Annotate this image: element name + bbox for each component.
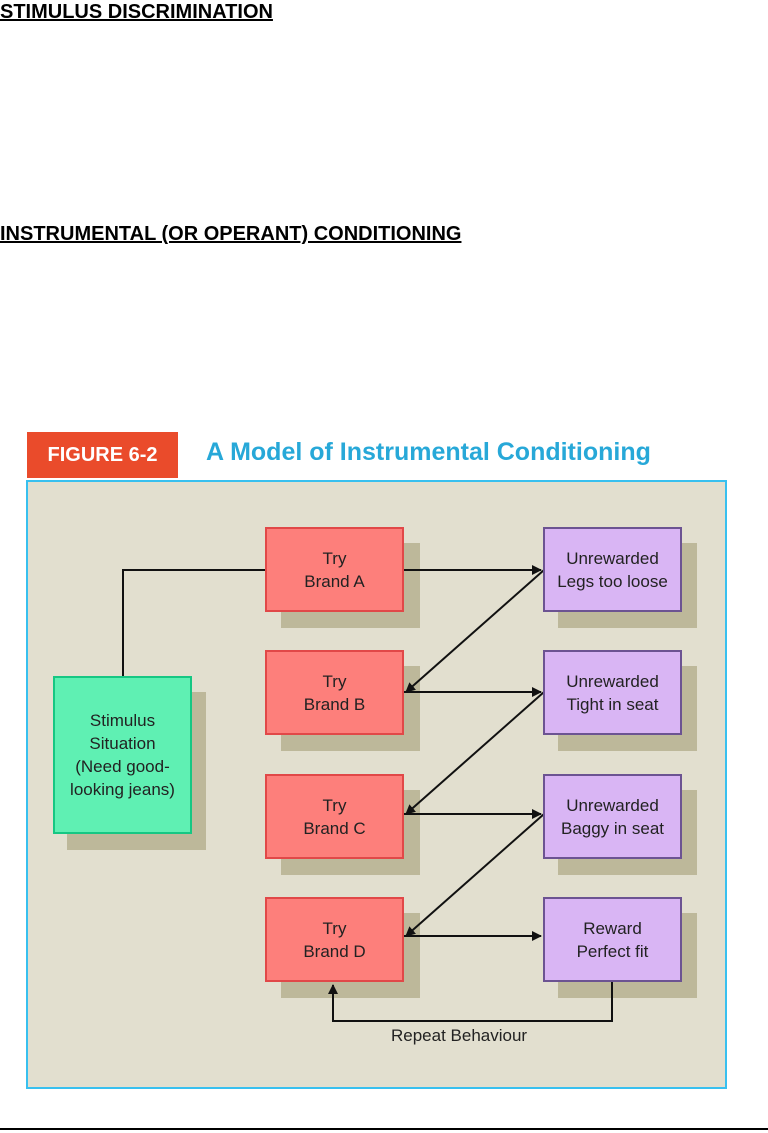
try-brand-label: Brand D bbox=[303, 941, 366, 961]
outcome-detail: Baggy in seat bbox=[560, 818, 664, 838]
outcome-perfect-fit-box: Reward Perfect fit bbox=[543, 897, 682, 982]
outcome-detail: Perfect fit bbox=[576, 941, 649, 961]
try-brand-label: Brand B bbox=[303, 694, 366, 714]
outcome-status: Unrewarded bbox=[566, 671, 659, 691]
outcome-status: Unrewarded bbox=[566, 548, 659, 568]
try-line: Try bbox=[322, 795, 347, 815]
outcome-detail: Legs too loose bbox=[557, 571, 668, 591]
try-line: Try bbox=[322, 918, 347, 938]
try-brand-b-box: Try Brand B bbox=[265, 650, 404, 735]
outcome-baggy-in-seat-box: Unrewarded Baggy in seat bbox=[543, 774, 682, 859]
stimulus-line: Situation bbox=[89, 734, 156, 753]
repeat-behaviour-label: Repeat Behaviour bbox=[391, 1026, 528, 1045]
try-brand-label: Brand A bbox=[304, 571, 365, 591]
stimulus-line: (Need good- bbox=[75, 757, 170, 776]
try-line: Try bbox=[322, 548, 347, 568]
heading-stimulus-discrimination: STIMULUS DISCRIMINATION bbox=[0, 1, 273, 23]
try-brand-a-box: Try Brand A bbox=[265, 527, 404, 612]
outcome-status: Reward bbox=[583, 918, 642, 938]
outcome-legs-too-loose-box: Unrewarded Legs too loose bbox=[543, 527, 682, 612]
stimulus-line: Stimulus bbox=[89, 711, 156, 730]
try-brand-d-box: Try Brand D bbox=[265, 897, 404, 982]
stimulus-situation-box: Stimulus Situation (Need good- looking j… bbox=[53, 676, 192, 834]
try-brand-label: Brand C bbox=[303, 818, 366, 838]
try-brand-c-box: Try Brand C bbox=[265, 774, 404, 859]
figure-title: A Model of Instrumental Conditioning bbox=[206, 438, 651, 466]
page-bottom-rule bbox=[0, 1128, 768, 1130]
heading-instrumental-conditioning: INSTRUMENTAL (OR OPERANT) CONDITIONING bbox=[0, 223, 462, 245]
figure-tag: FIGURE 6-2 bbox=[27, 432, 178, 478]
try-line: Try bbox=[322, 671, 347, 691]
outcome-status: Unrewarded bbox=[566, 795, 659, 815]
stimulus-line: looking jeans) bbox=[70, 780, 175, 799]
outcome-tight-in-seat-box: Unrewarded Tight in seat bbox=[543, 650, 682, 735]
outcome-detail: Tight in seat bbox=[566, 694, 659, 714]
